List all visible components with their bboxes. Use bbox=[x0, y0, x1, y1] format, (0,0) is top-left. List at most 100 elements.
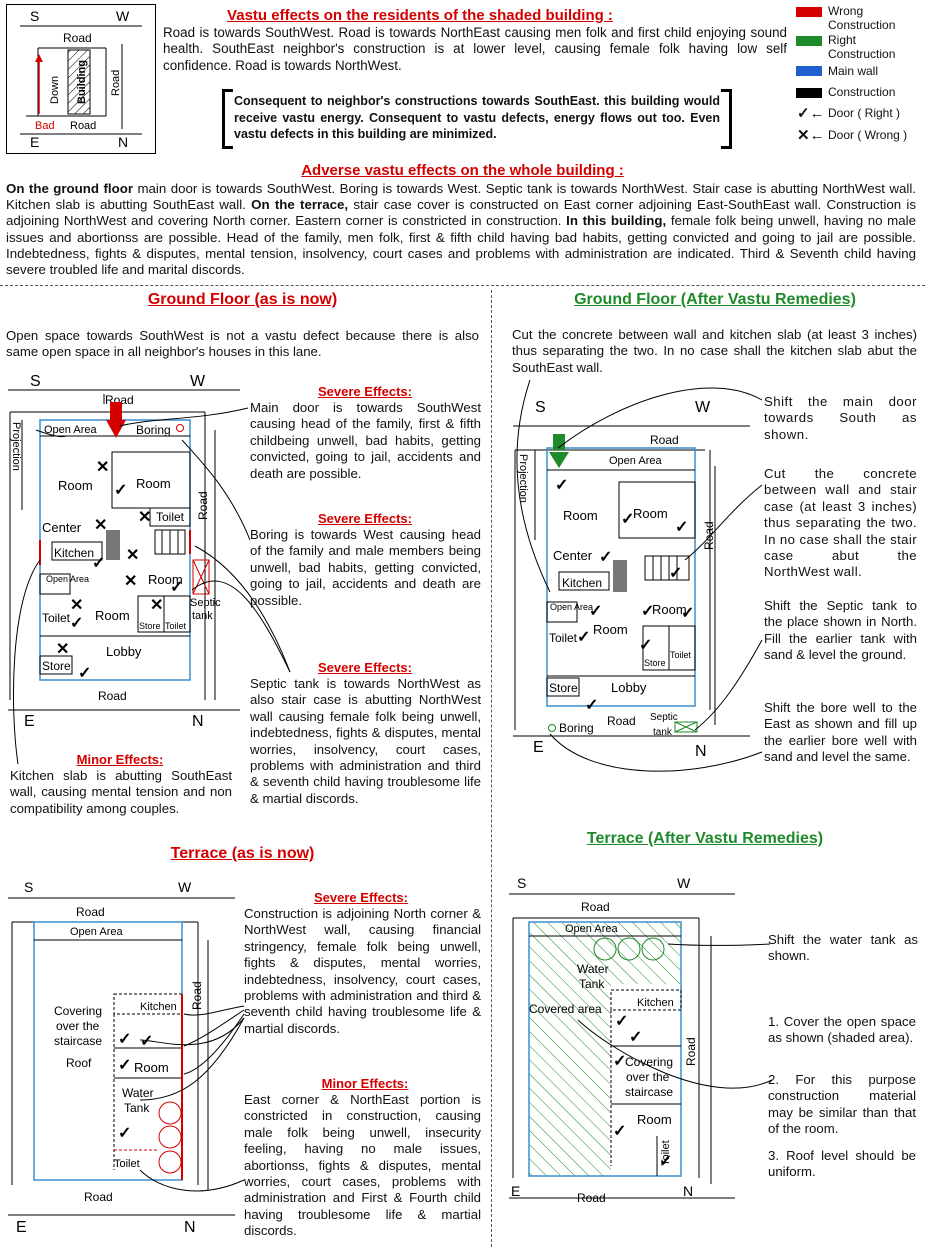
svg-text:✓: ✓ bbox=[78, 665, 91, 682]
terrace-now-minor-title: Minor Effects: bbox=[321, 1076, 409, 1091]
svg-text:✓: ✓ bbox=[639, 637, 652, 654]
legend-label-right: Right Construction bbox=[828, 33, 896, 61]
svg-text:✕: ✕ bbox=[56, 641, 69, 658]
site-inset-diagram: S W E N Road Building Down Road Bad Road bbox=[6, 4, 156, 154]
gf-after-septic: Septic bbox=[650, 712, 678, 723]
gf-now-kitchen: Kitchen bbox=[54, 546, 94, 560]
terrace-now-n: N bbox=[184, 1219, 196, 1236]
gf-after-room2: Room bbox=[633, 506, 668, 521]
gf-after-center: Center bbox=[553, 548, 593, 563]
gf-now-sev3-title: Severe Effects: bbox=[318, 660, 412, 675]
gf-now-toilet1: Toilet bbox=[156, 510, 185, 524]
svg-text:✓: ✓ bbox=[140, 1033, 153, 1050]
gf-now-w: W bbox=[190, 373, 206, 390]
gf-now-septic: Septic bbox=[190, 597, 221, 609]
terrace-after-w: W bbox=[677, 875, 691, 891]
terrace-now-title: Terrace (as is now) bbox=[170, 845, 315, 862]
legend-label-door-wrong: Door ( Wrong ) bbox=[828, 128, 908, 142]
gf-after-open-area2: Open Area bbox=[550, 602, 593, 612]
svg-text:✕: ✕ bbox=[124, 573, 137, 590]
svg-text:✕: ✕ bbox=[94, 517, 107, 534]
terrace-after-open-area: Open Area bbox=[565, 923, 618, 935]
gf-after-store2: Store bbox=[644, 658, 666, 668]
inset-building: Building bbox=[76, 60, 88, 104]
inset-road-bottom: Road bbox=[70, 120, 96, 132]
svg-text:✕: ✕ bbox=[138, 509, 151, 526]
gf-after-room4: Room bbox=[593, 622, 628, 637]
gf-now-room2: Room bbox=[136, 476, 171, 491]
gf-after-boring: Boring bbox=[559, 721, 594, 735]
svg-text:✓: ✓ bbox=[641, 603, 654, 620]
terrace-after-tank: Tank bbox=[579, 977, 605, 991]
svg-text:✕: ✕ bbox=[150, 597, 163, 614]
terrace-after-road-bottom: Road bbox=[577, 1191, 606, 1205]
gf-now-n: N bbox=[192, 713, 204, 730]
gf-after-title: Ground Floor (After Vastu Remedies) bbox=[574, 291, 856, 308]
legend-label-construction: Construction bbox=[828, 85, 896, 99]
energy-note-text: Consequent to neighbor's constructions t… bbox=[234, 94, 720, 141]
gf-after-intro: Cut the concrete between wall and kitche… bbox=[512, 327, 917, 375]
gf-after-room3: Room bbox=[652, 602, 687, 617]
svg-text:✓: ✓ bbox=[613, 1053, 626, 1070]
terrace-now-toilet: Toilet bbox=[114, 1158, 140, 1170]
terrace-after-over-the: over the bbox=[626, 1070, 670, 1084]
gf-now-sev1-title: Severe Effects: bbox=[318, 384, 412, 399]
adverse-paragraph: On the ground floor main door is towards… bbox=[6, 181, 916, 278]
gf-after-toilet2: Toilet bbox=[670, 650, 692, 660]
terrace-now-w: W bbox=[178, 879, 192, 895]
gf-now-center: Center bbox=[42, 520, 82, 535]
gf-now-room1: Room bbox=[58, 478, 93, 493]
svg-text:✓: ✓ bbox=[118, 1057, 131, 1074]
gf-now-boring: Boring bbox=[136, 423, 171, 437]
terrace-after-kitchen: Kitchen bbox=[637, 997, 674, 1009]
svg-text:✓: ✓ bbox=[577, 629, 590, 646]
svg-text:✓: ✓ bbox=[669, 565, 682, 582]
gf-now-open-area2: Open Area bbox=[46, 574, 89, 584]
gf-after-door-marks: ✓✓✓✓ ✓✓✓✓ ✓✓✓ bbox=[555, 477, 694, 714]
svg-text:✓: ✓ bbox=[613, 1123, 626, 1140]
terrace-now-staircase: staircase bbox=[54, 1034, 102, 1048]
inset-bad: Bad bbox=[35, 120, 55, 132]
gf-now-pointer-lines bbox=[12, 407, 291, 765]
gf-now-projection: Projection bbox=[10, 422, 22, 471]
legend-swatch-wrong bbox=[796, 7, 822, 17]
gf-now-sev1-text: Main door is towards SouthWest causing h… bbox=[250, 400, 481, 481]
gf-after-kitchen: Kitchen bbox=[562, 576, 602, 590]
terrace-now-open-area: Open Area bbox=[70, 926, 123, 938]
svg-text:✓: ✓ bbox=[118, 1031, 131, 1048]
terrace-now-sev-text: Construction is adjoining North corner &… bbox=[244, 906, 481, 1036]
terrace-after-n: N bbox=[683, 1183, 693, 1199]
svg-text:✓: ✓ bbox=[675, 519, 688, 536]
adverse-building-text: female folk being unwell, having no male… bbox=[6, 213, 916, 278]
adverse-ground-lead: On the ground floor bbox=[6, 181, 134, 196]
terrace-after-remedy-3: 3. Roof level should be uniform. bbox=[768, 1148, 916, 1180]
svg-text:✓: ✓ bbox=[629, 1029, 642, 1046]
terrace-now-sev-title: Severe Effects: bbox=[314, 890, 408, 905]
gf-after-s: S bbox=[535, 399, 546, 416]
terrace-now-s: S bbox=[24, 879, 33, 895]
gf-now-sev3-text: Septic tank is towards NorthWest as also… bbox=[250, 676, 481, 806]
terrace-now-covering: Covering bbox=[54, 1004, 102, 1018]
inset-s: S bbox=[30, 8, 39, 24]
gf-after-remedy-3: Shift the Septic tank to the place shown… bbox=[764, 598, 917, 663]
svg-text:✕: ✕ bbox=[126, 547, 139, 564]
terrace-after-e: E bbox=[511, 1183, 520, 1199]
svg-text:✓: ✓ bbox=[170, 579, 183, 596]
inset-e: E bbox=[30, 134, 39, 150]
legend-swatch-right bbox=[796, 36, 822, 46]
gf-now-title: Ground Floor (as is now) bbox=[147, 291, 338, 308]
gf-now-room4: Room bbox=[95, 608, 130, 623]
gf-now-open-area: Open Area bbox=[44, 424, 97, 436]
divider-vertical bbox=[491, 290, 492, 1247]
svg-text:✓: ✓ bbox=[118, 1125, 131, 1142]
gf-after-open-area: Open Area bbox=[609, 455, 662, 467]
gf-now-room3: Room bbox=[148, 572, 183, 587]
terrace-now-plan: S W Road E N Open Area Covering over the… bbox=[8, 879, 235, 1236]
gf-now-road-right: Road bbox=[196, 491, 210, 520]
terrace-now-kitchen: Kitchen bbox=[140, 1001, 177, 1013]
terrace-after-remedy-0: Shift the water tank as shown. bbox=[768, 932, 918, 964]
terrace-after-covering: Covering bbox=[625, 1055, 673, 1069]
terrace-now-water: Water bbox=[122, 1086, 154, 1100]
terrace-after-s: S bbox=[517, 875, 526, 891]
gf-after-projection: Projection bbox=[517, 454, 529, 503]
